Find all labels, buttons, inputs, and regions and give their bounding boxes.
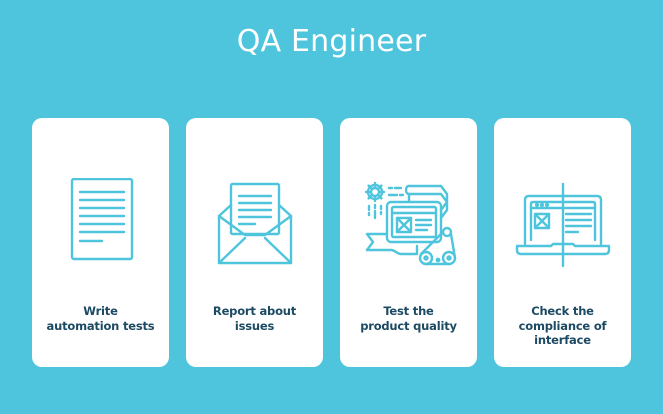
envelope-letter-icon [186,178,323,278]
card-label: Check the compliance of interface [518,304,607,347]
card-label: Test the product quality [360,304,457,333]
card-check-compliance-of-interface: Check the compliance of interface [494,118,631,367]
card-report-about-issues: Report about issues [186,118,323,367]
card-label: Report about issues [212,304,297,333]
product-quality-icon [340,178,477,278]
card-test-product-quality: Test the product quality [340,118,477,367]
page-title: QA Engineer [236,24,427,59]
card-label: Write automation tests [46,304,155,333]
card-write-automation-tests: Write automation tests [32,118,169,367]
document-icon [32,178,169,278]
laptop-compare-icon [494,178,631,278]
